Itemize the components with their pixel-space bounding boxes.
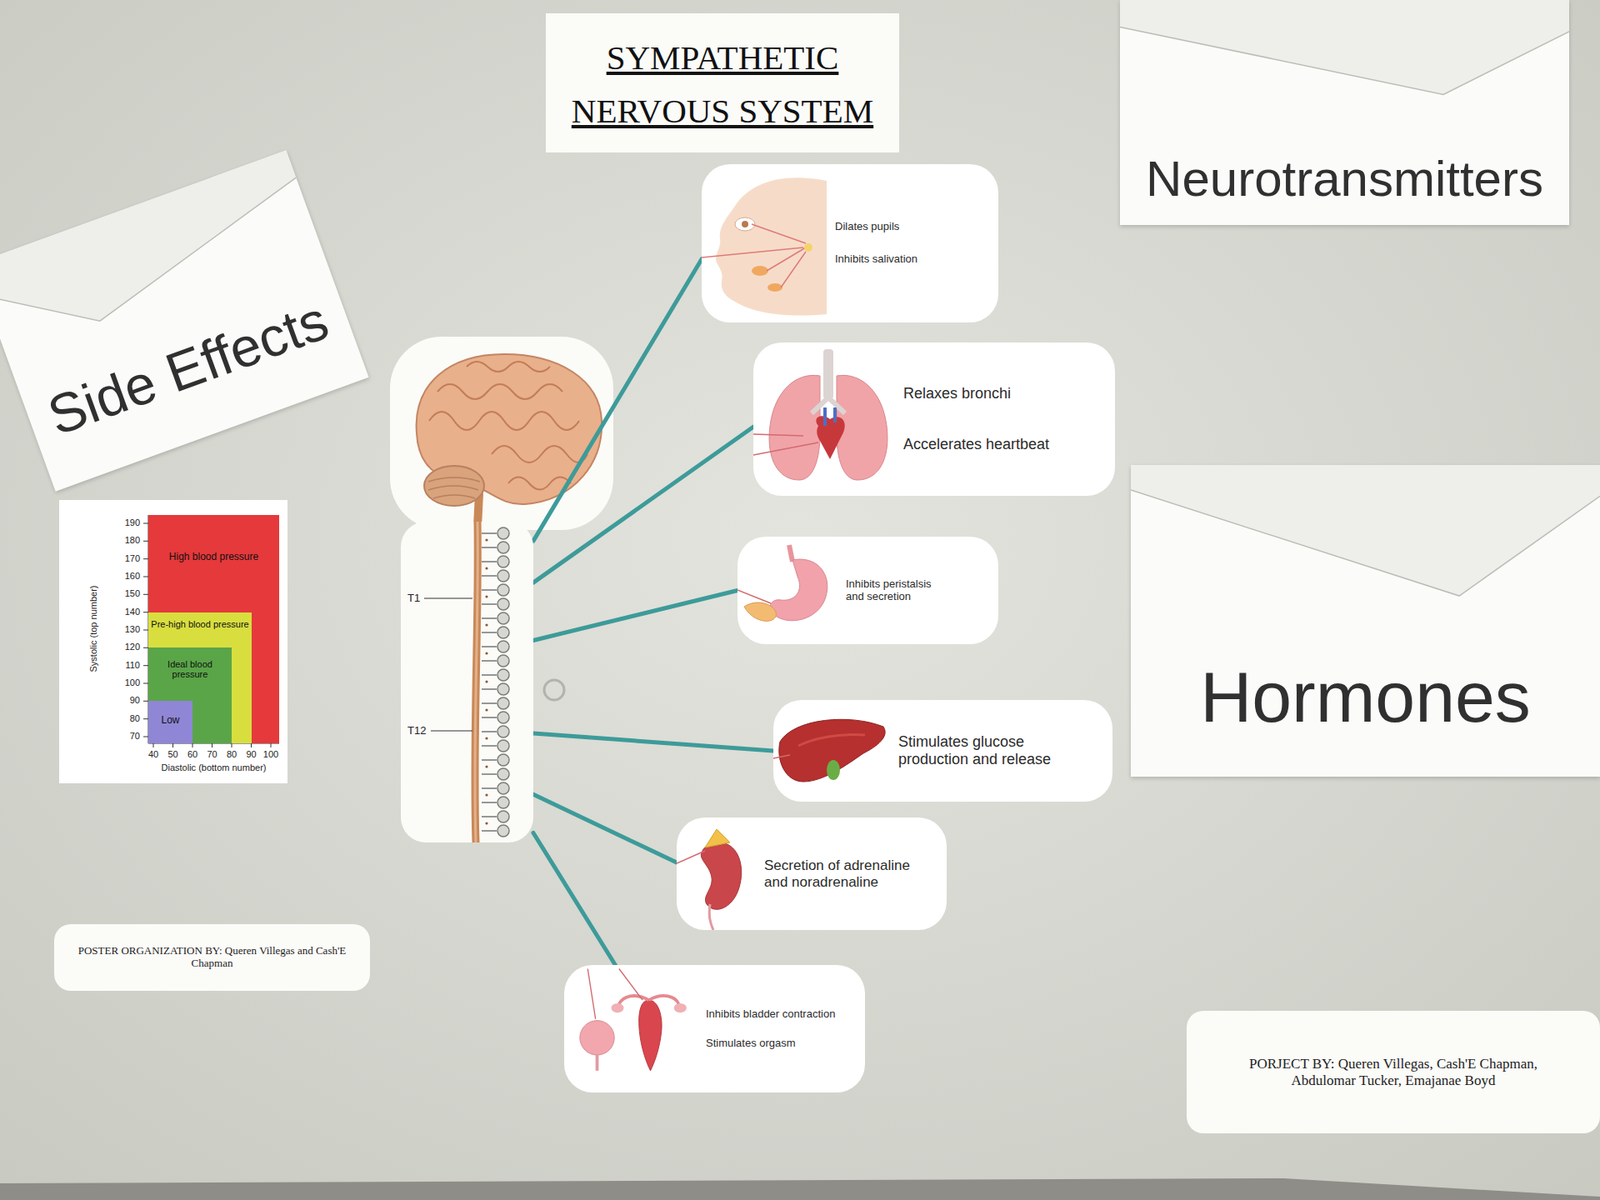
- organ-illustration: [737, 536, 838, 645]
- table-edge: [0, 1178, 1600, 1200]
- tick-value: 80: [220, 749, 244, 760]
- text-group: POSTER ORGANIZATION BY: Queren Villegas …: [77, 945, 347, 970]
- node-text: POSTER ORGANIZATION BY: Queren Villegas …: [77, 945, 347, 970]
- folded-card: Hormones: [1130, 465, 1600, 777]
- node-text: Pre-high blood pressure: [150, 619, 250, 630]
- bp-region: High blood pressurePre-high blood pressu…: [148, 515, 280, 744]
- text-group: Inhibits bladder contractionStimulates o…: [705, 1008, 835, 1050]
- text-group: Relaxes bronchiAccelerates heartbeat: [903, 385, 1050, 453]
- node-text: Inhibits bladder contraction: [705, 1008, 835, 1021]
- bp-chart: [59, 500, 288, 784]
- text-group: Inhibits peristalsis and secretion: [845, 578, 942, 604]
- tick-value: 50: [161, 749, 185, 760]
- node-text: Dilates pupils: [835, 220, 918, 234]
- axis-title: Diastolic (bottom number): [142, 762, 285, 774]
- text-group: Secretion of adrenaline and noradrenalin…: [764, 857, 927, 890]
- organ-illustration: [676, 817, 756, 930]
- organ-card: Secretion of adrenaline and noradrenalin…: [676, 817, 947, 930]
- tick-value: 100: [259, 749, 283, 760]
- node-text: Ideal blood pressure: [150, 659, 230, 680]
- bp-region: Ideal blood pressureLow: [148, 647, 232, 744]
- tick-value: 160: [113, 570, 140, 582]
- tick-value: 80: [113, 713, 140, 725]
- credit-strip: POSTER ORGANIZATION BY: Queren Villegas …: [54, 924, 370, 991]
- node-text: Secretion of adrenaline and noradrenalin…: [764, 857, 927, 890]
- tick-value: 70: [200, 749, 225, 760]
- nerve-yarn: [533, 733, 774, 751]
- tick-value: 60: [180, 749, 205, 760]
- text-group: PORJECT BY: Queren Villegas, Cash'E Chap…: [1218, 1055, 1569, 1089]
- spine-card: T1T12: [400, 521, 534, 843]
- node-text: Stimulates orgasm: [705, 1037, 835, 1050]
- node-text: Low: [150, 715, 191, 726]
- node-text: High blood pressure: [150, 551, 278, 563]
- bp-region: Low: [148, 700, 193, 744]
- tick-value: 170: [113, 553, 140, 565]
- tick-value: 110: [113, 660, 140, 671]
- text-group: High blood pressure: [150, 551, 278, 563]
- node-text: T12: [407, 724, 426, 738]
- spinal-cord: [400, 521, 534, 843]
- metal-ring: [544, 680, 565, 700]
- node-text: Neurotransmitters: [1145, 151, 1544, 207]
- tick-value: 140: [113, 606, 140, 618]
- tick-value: 90: [113, 695, 140, 706]
- tick-value: 90: [240, 749, 264, 760]
- node-text: Hormones: [1200, 657, 1531, 737]
- tick-value: 40: [141, 749, 165, 760]
- node-text: T1: [407, 591, 420, 605]
- tick-value: 180: [113, 535, 140, 546]
- text-group: Hormones: [1200, 657, 1531, 737]
- tick-value: 70: [113, 730, 140, 742]
- bp-region: Pre-high blood pressureIdeal blood press…: [148, 612, 252, 744]
- tick-value: 190: [113, 517, 140, 529]
- text-group: Stimulates glucose production and releas…: [898, 733, 1078, 768]
- text-group: Dilates pupilsInhibits salivation: [835, 220, 918, 266]
- folded-card: Neurotransmitters: [1120, 0, 1570, 225]
- text-group: Ideal blood pressure: [150, 659, 230, 680]
- node-text: Inhibits salivation: [835, 253, 918, 266]
- organ-card: Dilates pupilsInhibits salivation: [701, 164, 999, 323]
- poster-title: SYMPATHETIC NERVOUS SYSTEM: [555, 31, 890, 138]
- axis-title: Systolic (top number): [88, 562, 100, 696]
- tick-value: 130: [113, 624, 140, 635]
- title-strip: SYMPATHETIC NERVOUS SYSTEM: [545, 13, 900, 153]
- text-group: Pre-high blood pressure: [150, 619, 250, 630]
- organ-card: Inhibits bladder contractionStimulates o…: [564, 965, 865, 1093]
- tick-value: 100: [113, 677, 140, 689]
- node-text: PORJECT BY: Queren Villegas, Cash'E Chap…: [1218, 1055, 1569, 1089]
- nerve-yarn: [533, 590, 738, 641]
- nerve-yarn: [533, 794, 677, 863]
- organ-card: Relaxes bronchiAccelerates heartbeat: [753, 342, 1115, 496]
- folded-card: Side Effects: [0, 150, 370, 491]
- organ-card: Inhibits peristalsis and secretion: [737, 536, 999, 645]
- node-text: Stimulates glucose production and releas…: [898, 733, 1078, 768]
- tick-value: 150: [113, 588, 140, 600]
- credit-strip: PORJECT BY: Queren Villegas, Cash'E Chap…: [1186, 1010, 1600, 1134]
- text-group: Neurotransmitters: [1145, 151, 1544, 207]
- nerve-yarn: [533, 259, 702, 541]
- organ-illustration: [564, 965, 698, 1093]
- tick-value: 120: [113, 641, 140, 653]
- nerve-yarn: [533, 426, 754, 583]
- node-text: Inhibits peristalsis and secretion: [845, 578, 942, 604]
- brain-illustration: [390, 336, 614, 530]
- organ-illustration: [773, 700, 890, 802]
- node-text: Accelerates heartbeat: [903, 435, 1050, 454]
- organ-card: Stimulates glucose production and releas…: [773, 700, 1113, 802]
- organ-illustration: [753, 342, 895, 496]
- organ-illustration: [701, 164, 827, 323]
- node-text: Relaxes bronchi: [903, 385, 1050, 403]
- text-group: T1T12: [400, 521, 534, 843]
- text-group: Low: [150, 715, 191, 726]
- nerve-yarn: [533, 832, 615, 965]
